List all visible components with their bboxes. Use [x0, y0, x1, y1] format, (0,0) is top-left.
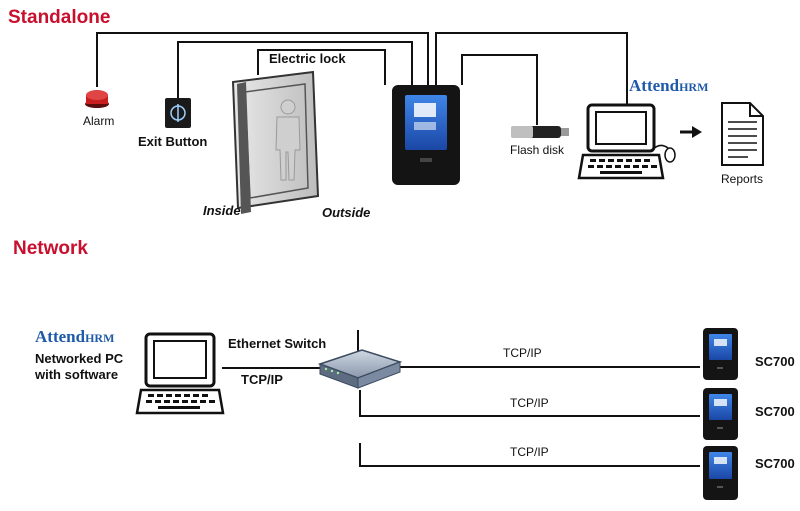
- device-1-link-label: TCP/IP: [503, 346, 542, 360]
- standalone-wiring: [96, 32, 628, 125]
- sc700-device-2: [703, 388, 738, 440]
- exit-button-label: Exit Button: [138, 134, 208, 149]
- wire-alarm: [96, 32, 429, 87]
- outside-label: Outside: [322, 205, 371, 220]
- wire-electric-lock: [257, 49, 386, 85]
- section-title-network: Network: [13, 238, 88, 259]
- device-3-model-label: SC700: [755, 456, 795, 471]
- device-2-link-label: TCP/IP: [510, 396, 549, 410]
- networked-pc-label: Networked PC: [35, 351, 124, 366]
- ethernet-switch-icon: [317, 349, 403, 389]
- device-3-link-label: TCP/IP: [510, 445, 549, 459]
- ethernet-switch-label: Ethernet Switch: [228, 336, 327, 351]
- reports-document-icon: [721, 102, 764, 166]
- section-title-standalone: Standalone: [8, 7, 111, 28]
- door-illustration: [231, 70, 320, 214]
- sc700-device-3: [703, 446, 738, 500]
- attendhrm-logo-standalone: AttendHRM: [629, 76, 709, 95]
- networked-computer-icon: [135, 332, 225, 415]
- exit-button-icon: [165, 98, 191, 128]
- attendhrm-logo-network: AttendHRM: [35, 327, 115, 346]
- wire-switch-to-device-3: [359, 443, 700, 467]
- reports-label: Reports: [721, 172, 764, 186]
- device-2-model-label: SC700: [755, 404, 795, 419]
- wire-switch-to-device-2: [359, 390, 700, 417]
- wire-pc: [435, 32, 628, 105]
- pc-link-tcpip-label: TCP/IP: [241, 372, 283, 387]
- sc700-device-1: [703, 328, 738, 380]
- flash-disk-icon: [511, 126, 569, 138]
- network-wiring: [222, 330, 700, 467]
- person-silhouette-icon: [275, 99, 301, 181]
- arrow-right-icon: [680, 126, 702, 138]
- standalone-terminal-icon: [392, 85, 460, 185]
- alarm-icon: [85, 90, 109, 108]
- inside-label: Inside: [203, 203, 241, 218]
- electric-lock-label: Electric lock: [269, 51, 346, 66]
- standalone-computer-icon: [577, 103, 676, 180]
- alarm-label: Alarm: [83, 114, 115, 128]
- wire-exit-button: [177, 41, 413, 98]
- flash-disk-label: Flash disk: [510, 143, 565, 157]
- networked-pc-sublabel: with software: [35, 367, 119, 382]
- device-1-model-label: SC700: [755, 354, 795, 369]
- wire-flash-disk: [461, 54, 538, 125]
